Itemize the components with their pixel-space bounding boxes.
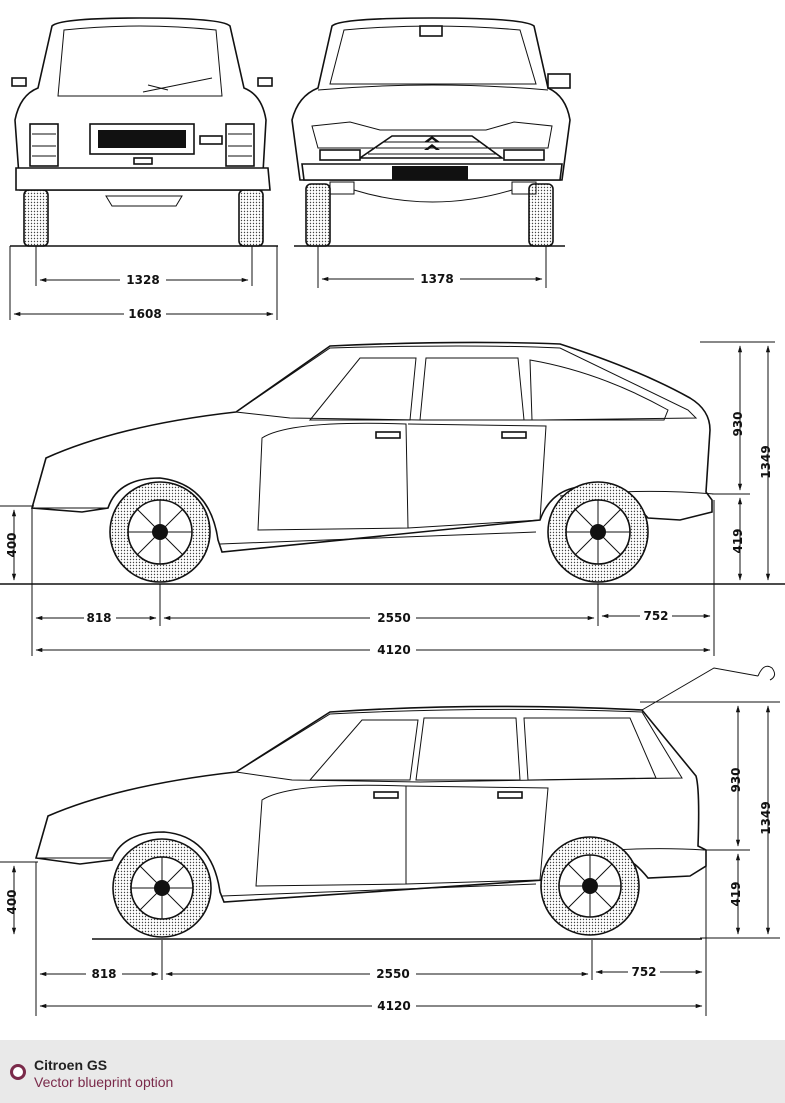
sedan-front-wheel bbox=[109, 481, 211, 583]
estate-roof-height-label: 930 bbox=[729, 767, 743, 792]
rear-view bbox=[11, 17, 273, 247]
estate-wheelbase-label: 2550 bbox=[376, 967, 409, 981]
estate-overall-height-label: 1349 bbox=[759, 801, 773, 834]
estate-dimensions: 818 2550 752 4120 930 1349 419 400 bbox=[0, 701, 780, 1016]
rear-track-label: 1328 bbox=[126, 273, 159, 287]
sedan-overall-height-label: 1349 bbox=[759, 445, 773, 478]
sedan-rear-overhang-label: 752 bbox=[643, 609, 668, 623]
estate-front-wheel bbox=[112, 838, 212, 938]
sedan-overall-length-label: 4120 bbox=[377, 643, 410, 657]
blueprint-drawing: 1328 1378 1608 bbox=[0, 17, 785, 1016]
estate-front-overhang-label: 818 bbox=[91, 967, 116, 981]
sedan-front-wheel-height-label: 400 bbox=[5, 532, 19, 557]
caption-title: Citroen GS bbox=[34, 1057, 108, 1073]
sedan-sill-height-label: 419 bbox=[731, 528, 745, 553]
sedan-wheelbase-label: 2550 bbox=[377, 611, 410, 625]
caption-bar: Citroen GS Vector blueprint option bbox=[0, 1040, 785, 1103]
estate-overall-length-label: 4120 bbox=[377, 999, 410, 1013]
estate-sill-height-label: 419 bbox=[729, 881, 743, 906]
sedan-dimensions: 818 2550 752 4120 930 1349 419 400 bbox=[0, 341, 775, 657]
sedan-front-overhang-label: 818 bbox=[86, 611, 111, 625]
estate-side-view bbox=[34, 665, 776, 940]
caption-subtitle: Vector blueprint option bbox=[34, 1074, 174, 1090]
radio-circle-icon[interactable] bbox=[10, 1064, 26, 1080]
front-view bbox=[291, 17, 571, 247]
estate-rear-overhang-label: 752 bbox=[631, 965, 656, 979]
sedan-side-view bbox=[0, 341, 785, 585]
width-dimensions: 1328 1378 1608 bbox=[9, 245, 565, 321]
estate-front-wheel-height-label: 400 bbox=[5, 889, 19, 914]
overall-width-label: 1608 bbox=[128, 307, 161, 321]
sedan-roof-height-label: 930 bbox=[731, 411, 745, 436]
estate-rear-wheel bbox=[540, 836, 640, 936]
sedan-rear-wheel bbox=[547, 481, 649, 583]
front-track-label: 1378 bbox=[420, 272, 453, 286]
